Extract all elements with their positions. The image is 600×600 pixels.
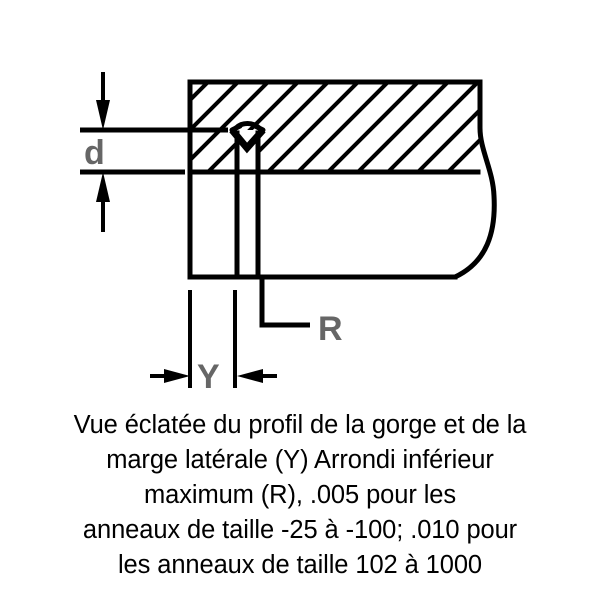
depth-lower-arrowhead	[96, 172, 110, 202]
caption-line-4: anneaux de taille -25 à -100; .010 pour	[82, 516, 518, 544]
radius-leader-line	[259, 277, 310, 328]
groove-v-notch	[229, 127, 266, 154]
margin-left-arrowhead	[164, 369, 190, 383]
body-right-rounded-edge	[452, 79, 497, 280]
technical-drawing: d R Y	[80, 72, 497, 396]
caption-line-1: Vue éclatée du profil de la gorge et de …	[73, 411, 527, 439]
margin-right-arrowhead	[237, 369, 263, 383]
section-hatching	[190, 82, 480, 172]
caption-line-3: maximum (R), .005 pour les	[144, 481, 456, 509]
figure-caption: Vue éclatée du profil de la gorge et de …	[0, 408, 600, 583]
side-margin-label: Y	[197, 358, 220, 396]
groove-notch-top-arc	[234, 121, 261, 130]
caption-line-2: marge latérale (Y) Arrondi inférieur	[106, 446, 494, 474]
caption-line-5: les anneaux de taille 102 à 1000	[117, 551, 482, 579]
radius-label: R	[318, 310, 343, 348]
depth-upper-arrowhead	[96, 100, 110, 130]
depth-label: d	[84, 134, 105, 172]
